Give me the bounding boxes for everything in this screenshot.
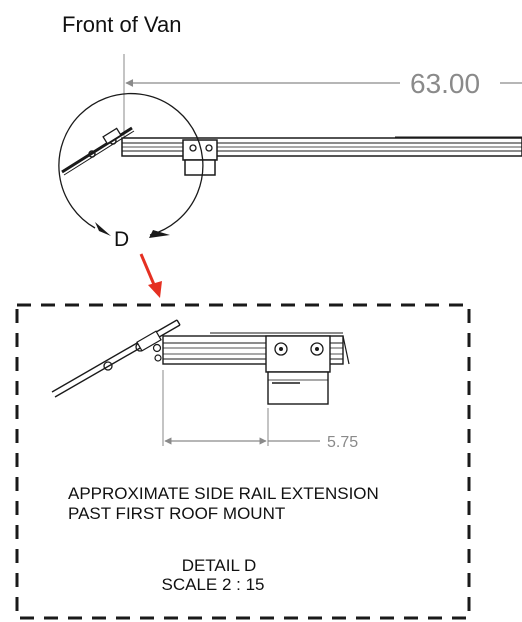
detail-circle — [58, 92, 204, 236]
dimension-label-5-75: 5.75 — [327, 434, 358, 451]
detail-note-line2: PAST FIRST ROOF MOUNT — [68, 504, 285, 523]
extension-arm — [61, 126, 135, 176]
roof-rail — [121, 136, 522, 157]
detail-frame — [15, 303, 471, 620]
page-title: Front of Van — [62, 12, 181, 37]
main-view: 63.00 D — [58, 54, 522, 251]
red-arrow — [139, 253, 162, 298]
detail-extension-arm — [51, 319, 181, 398]
detail-circle-arrow-right — [149, 230, 170, 238]
detail-note-line1: APPROXIMATE SIDE RAIL EXTENSION — [68, 484, 379, 503]
dimension-label-63: 63.00 — [410, 68, 480, 99]
scale-label: SCALE 2 : 15 — [161, 575, 264, 594]
detail-roof-mount — [265, 335, 331, 405]
detail-callout-letter: D — [114, 228, 129, 251]
detail-label: DETAIL D — [182, 556, 257, 575]
detail-view: 5.75 APPROXIMATE SIDE RAIL EXTENSION PAS… — [51, 319, 379, 594]
detail-circle-arrow-left — [95, 222, 111, 236]
roof-mount — [182, 139, 218, 176]
